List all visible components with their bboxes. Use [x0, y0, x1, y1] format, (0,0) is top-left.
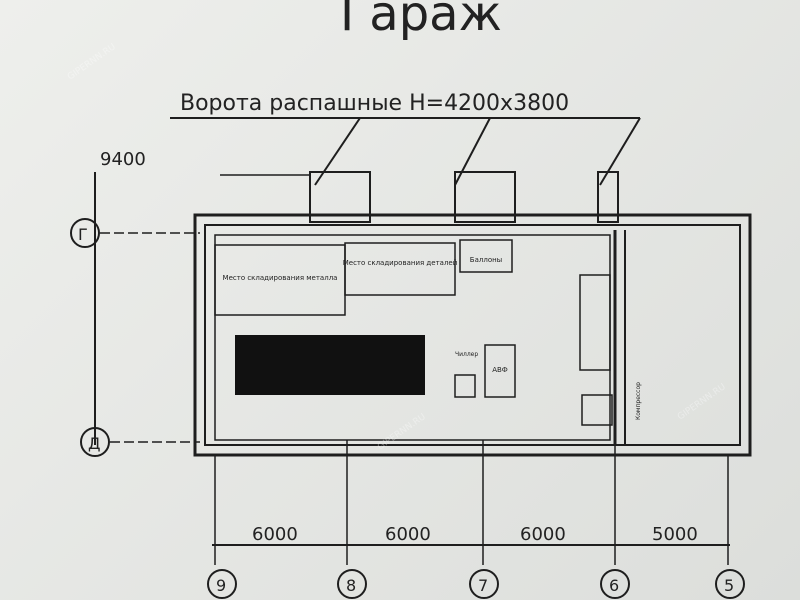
avf-unit: [484, 344, 516, 398]
dim-bottom: 6000: [252, 524, 298, 545]
inner-wall: [204, 224, 741, 446]
parts-storage-label: Место складирования деталей: [343, 259, 458, 267]
cylinders-label: Баллоны: [470, 256, 502, 264]
dim-bottom: 5000: [652, 524, 698, 545]
axis-label: 7: [478, 576, 488, 595]
stairs: [579, 274, 611, 371]
plan-title: Гараж: [340, 0, 502, 42]
gate-leader: [314, 117, 361, 186]
dim-bottom: 6000: [385, 524, 431, 545]
axis-marker: [70, 218, 100, 248]
gate: [454, 171, 516, 223]
gate-label: Ворота распашные H=4200х3800: [180, 91, 569, 116]
watermark: GIPERNN.RU: [66, 42, 118, 82]
column-axes: [214, 440, 729, 565]
axis-label: 5: [724, 576, 734, 595]
watermark: GIPERNN.RU: [376, 412, 428, 452]
parts-storage-area: [344, 242, 456, 296]
axis-marker: [80, 427, 110, 457]
metal-storage-label: Место складирования металла: [223, 274, 338, 282]
compressor-label: Компрессор: [635, 382, 642, 420]
axis-markers: 9 8 7 6 5: [207, 569, 745, 599]
gate-leader: [599, 117, 641, 186]
dim-left: 9400: [100, 149, 146, 170]
axis-label: 6: [609, 576, 619, 595]
axis-label: 9: [216, 576, 226, 595]
axis-label: Д: [88, 434, 101, 453]
equipment-box: [581, 394, 613, 426]
equipment-box: [454, 374, 476, 398]
watermark: GIPERNN.RU: [676, 382, 728, 422]
cylinders-area: [459, 239, 513, 273]
gate: [309, 171, 371, 223]
gate-leader: [454, 117, 491, 186]
chiller-label: Чиллер: [455, 351, 478, 358]
avf-label: АВФ: [492, 366, 508, 374]
dim-bottom: 6000: [520, 524, 566, 545]
gate: [597, 171, 619, 223]
axis-label: Г: [78, 225, 88, 244]
vehicle: [235, 335, 425, 395]
axis-label: 8: [346, 576, 356, 595]
outer-wall: [193, 213, 752, 457]
